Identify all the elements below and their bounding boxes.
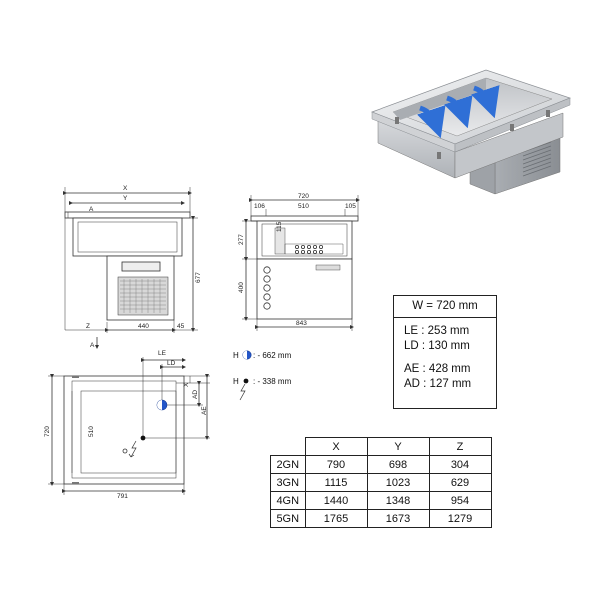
cell-y: 1348 xyxy=(366,491,430,510)
airflow-arrows xyxy=(417,85,500,139)
column-header-y: Y xyxy=(366,437,430,456)
spec-width: W = 720 mm xyxy=(394,296,496,318)
table-header-row: X Y Z xyxy=(270,437,492,456)
cell-x: 1765 xyxy=(304,509,368,528)
cell-x: 1440 xyxy=(304,491,368,510)
plan-dim-x: X xyxy=(183,382,190,387)
front-view xyxy=(63,187,198,349)
power-height-value: : - 338 mm xyxy=(253,377,292,386)
spec-le: LE : 253 mm xyxy=(404,325,470,337)
connection-legend: H : - 662 mm H : - 338 mm xyxy=(233,350,292,401)
side-dim-105: 105 xyxy=(345,203,356,210)
table-row: 4GN 1440 1348 954 xyxy=(270,491,492,510)
power-plug-icon xyxy=(243,378,249,384)
product-illustration xyxy=(371,69,572,195)
front-dim-y: Y xyxy=(123,195,128,202)
power-height-symbol: H xyxy=(233,377,239,386)
column-header-x: X xyxy=(304,437,368,456)
front-dim-677: 677 xyxy=(195,272,202,283)
cell-z: 629 xyxy=(428,473,492,492)
plan-dim-ld: LD xyxy=(167,360,176,367)
front-dim-440: 440 xyxy=(138,323,149,330)
side-dim-510: 510 xyxy=(298,203,309,210)
table-row: 2GN 790 698 304 xyxy=(270,455,492,474)
spec-ld: LD : 130 mm xyxy=(404,340,470,352)
side-dim-106: 106 xyxy=(254,203,265,210)
power-connection-marker xyxy=(140,435,146,441)
cell-z: 1279 xyxy=(428,509,492,528)
table-row: 5GN 1765 1673 1279 xyxy=(270,509,492,528)
row-label: 5GN xyxy=(270,509,306,528)
plan-dim-791: 791 xyxy=(117,493,128,500)
side-dim-277: 277 xyxy=(238,234,245,245)
side-view xyxy=(242,195,360,331)
spec-ae: AE : 428 mm xyxy=(404,363,471,375)
front-dim-z: Z xyxy=(86,323,90,330)
gn-dimension-table: X Y Z 2GN 790 698 304 3GN 1115 1023 629 … xyxy=(270,437,492,528)
column-header-z: Z xyxy=(428,437,492,456)
cell-x: 1115 xyxy=(304,473,368,492)
water-height-value: : - 662 mm xyxy=(253,351,292,360)
plan-dim-le: LE xyxy=(158,350,167,357)
water-height-symbol: H xyxy=(233,351,239,360)
table-row: 3GN 1115 1023 629 xyxy=(270,473,492,492)
side-dim-843: 843 xyxy=(296,320,307,327)
side-dim-720: 720 xyxy=(298,193,309,200)
plan-dim-ae: AE xyxy=(201,406,208,415)
plan-dim-510: 510 xyxy=(88,426,95,437)
cell-y: 1023 xyxy=(366,473,430,492)
spec-ad: AD : 127 mm xyxy=(404,378,472,390)
side-dim-400: 400 xyxy=(238,282,245,293)
row-label: 3GN xyxy=(270,473,306,492)
cell-x: 790 xyxy=(304,455,368,474)
plan-dim-720: 720 xyxy=(44,426,51,437)
front-dim-a: A xyxy=(89,206,94,213)
cell-y: 1673 xyxy=(366,509,430,528)
spec-box: W = 720 mm LE : 253 mm LD : 130 mm AE : … xyxy=(393,295,497,409)
plan-view xyxy=(48,357,210,495)
side-dim-115: 115 xyxy=(276,221,283,232)
table-corner xyxy=(270,437,306,456)
front-dim-45: 45 xyxy=(177,323,185,330)
lightning-icon xyxy=(239,383,246,401)
row-label: 2GN xyxy=(270,455,306,474)
cell-y: 698 xyxy=(366,455,430,474)
front-dim-x: X xyxy=(123,185,128,192)
cell-z: 954 xyxy=(428,491,492,510)
row-label: 4GN xyxy=(270,491,306,510)
plan-dim-ad: AD xyxy=(192,390,199,399)
cell-z: 304 xyxy=(428,455,492,474)
water-marker-half xyxy=(157,400,162,410)
front-dim-a-bottom: A xyxy=(90,342,95,349)
